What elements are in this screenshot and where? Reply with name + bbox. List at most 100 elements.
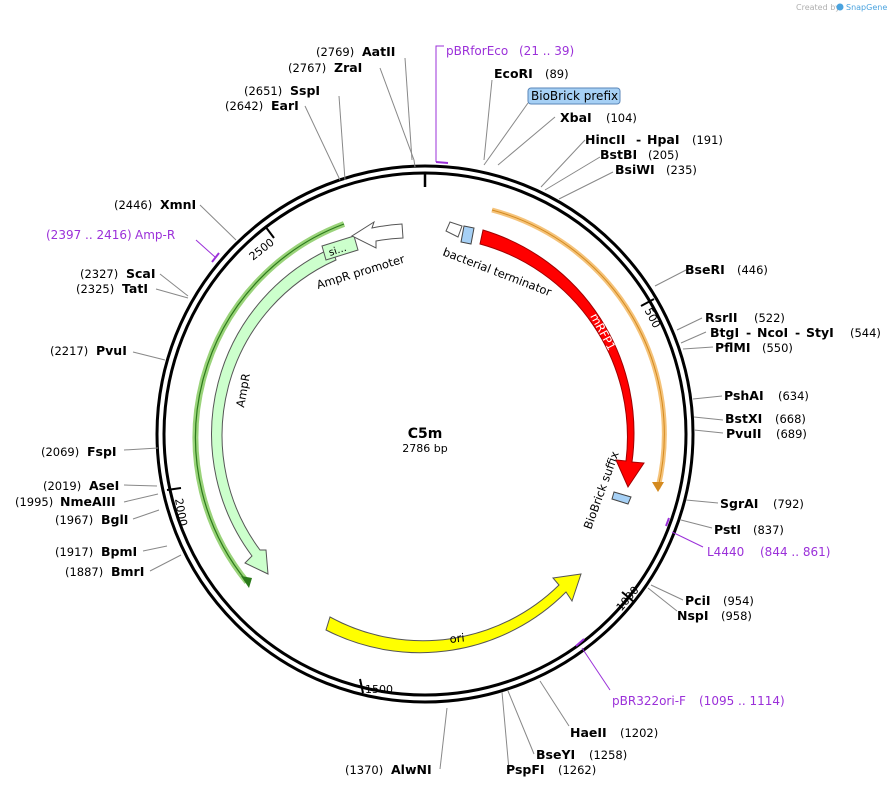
enzyme-aatii[interactable]: (2769) AatII (316, 44, 395, 59)
svg-text:(2069): (2069) (41, 445, 79, 459)
svg-text:(1258): (1258) (589, 748, 627, 762)
enzyme-bmri[interactable]: (1887) BmrI (65, 564, 144, 579)
enzyme-pcii[interactable]: PciI (954) (685, 593, 754, 608)
svg-text:HpaI: HpaI (647, 132, 680, 147)
svg-text:RsrII: RsrII (705, 310, 738, 325)
svg-text:(2651): (2651) (244, 84, 282, 98)
svg-text:AlwNI: AlwNI (391, 762, 432, 777)
mrfp1-feature[interactable] (479, 229, 645, 489)
svg-text:-: - (795, 325, 800, 340)
svg-text:(792): (792) (773, 497, 804, 511)
enzyme-scai[interactable]: (2327) ScaI (80, 266, 156, 281)
tick-1500: 1500 (359, 678, 393, 696)
svg-text:(550): (550) (762, 341, 793, 355)
svg-text:(235): (235) (666, 163, 697, 177)
created-by-text: Created by (796, 3, 840, 12)
enzyme-hincii-hpai[interactable]: HincII - HpaI (191) (585, 132, 723, 147)
enzyme-bstxi[interactable]: BstXI (668) (725, 411, 806, 426)
enzyme-bgli[interactable]: (1967) BglI (55, 512, 128, 527)
biobrick-prefix-feature[interactable] (460, 225, 475, 245)
bacterial-terminator-feature[interactable] (445, 221, 463, 238)
enzyme-bsiwi[interactable]: BsiWI (235) (615, 162, 697, 177)
svg-text:(689): (689) (776, 427, 807, 441)
enzyme-tati[interactable]: (2325) TatI (76, 281, 148, 296)
svg-text:BstXI: BstXI (725, 411, 762, 426)
svg-text:HaeII: HaeII (570, 725, 607, 740)
enzyme-pflmi[interactable]: PflMI (550) (715, 340, 793, 355)
svg-text:BioBrick prefix: BioBrick prefix (531, 89, 618, 103)
svg-text:NmeAIII: NmeAIII (60, 494, 116, 509)
svg-text:(1202): (1202) (620, 726, 658, 740)
svg-text:(89): (89) (545, 67, 569, 81)
enzyme-haeii[interactable]: HaeII (1202) (570, 725, 658, 740)
enzyme-eari[interactable]: (2642) EarI (225, 98, 299, 113)
bacterial-terminator-label: bacterial terminator (441, 245, 554, 299)
enzyme-xmni[interactable]: (2446) XmnI (114, 197, 196, 212)
enzyme-psti[interactable]: PstI (837) (714, 522, 784, 537)
svg-text:-: - (636, 132, 641, 147)
svg-text:BseRI: BseRI (685, 262, 725, 277)
enzyme-bseyi[interactable]: BseYI (1258) (536, 747, 627, 762)
enzyme-xbai[interactable]: XbaI (104) (560, 110, 637, 125)
enzyme-fspi[interactable]: (2069) FspI (41, 444, 117, 459)
svg-text:2000: 2000 (172, 497, 190, 527)
svg-text:EarI: EarI (271, 98, 299, 113)
enzyme-alwni[interactable]: (1370) AlwNI (345, 762, 432, 777)
svg-text:AseI: AseI (89, 478, 119, 493)
svg-text:1500: 1500 (365, 683, 393, 696)
svg-text:(544): (544) (850, 326, 881, 340)
enzyme-pvuii[interactable]: PvuII (689) (726, 426, 807, 441)
ampr-promoter-feature[interactable] (350, 220, 404, 249)
svg-text:(205): (205) (648, 148, 679, 162)
signal-feature[interactable] (321, 235, 359, 261)
svg-text:(1095 .. 1114): (1095 .. 1114) (699, 694, 785, 708)
ampr-feature[interactable] (211, 247, 337, 575)
snapgene-brand: SnapGene (846, 3, 887, 12)
signal-label: si… (328, 243, 349, 259)
svg-text:(2446): (2446) (114, 198, 152, 212)
svg-text:pBR322ori-F: pBR322ori-F (612, 694, 686, 708)
enzyme-pshai[interactable]: PshAI (634) (724, 388, 809, 403)
enzyme-pspfi[interactable]: PspFI (1262) (506, 762, 596, 777)
enzyme-pvui[interactable]: (2217) PvuI (50, 343, 127, 358)
ori-feature[interactable] (325, 573, 582, 654)
enzyme-ecori[interactable]: EcoRI (89) (494, 66, 569, 81)
primer-l4440[interactable]: L4440 (844 .. 861) (665, 517, 830, 559)
svg-text:(1995): (1995) (15, 495, 53, 509)
ampr-label: AmpR (233, 372, 253, 408)
enzyme-bseri[interactable]: BseRI (446) (685, 262, 768, 277)
ori-label: ori (449, 630, 465, 645)
svg-text:BtgI: BtgI (710, 325, 739, 340)
svg-text:(1967): (1967) (55, 513, 93, 527)
biobrick-prefix-callout[interactable]: BioBrick prefix (483, 87, 621, 166)
mrfp1-label: mRFP1 (587, 311, 618, 353)
svg-text:BglI: BglI (101, 512, 128, 527)
svg-text:(446): (446) (737, 263, 768, 277)
enzyme-rsrii[interactable]: RsrII (522) (705, 310, 785, 325)
enzyme-sspi[interactable]: (2651) SspI (244, 83, 320, 98)
enzyme-nspi[interactable]: NspI (958) (677, 608, 752, 623)
svg-text:NcoI: NcoI (757, 325, 788, 340)
primer-pbr322ori-f[interactable]: pBR322ori-F (1095 .. 1114) (575, 638, 785, 708)
enzyme-sgrai[interactable]: SgrAI (792) (720, 496, 804, 511)
svg-text:BseYI: BseYI (536, 747, 575, 762)
biobrick-suffix-feature[interactable] (611, 491, 632, 505)
enzyme-bpmi[interactable]: (1917) BpmI (55, 544, 137, 559)
svg-text:(634): (634) (778, 389, 809, 403)
svg-text:(1887): (1887) (65, 565, 103, 579)
primer-amp-r[interactable]: (2397 .. 2416) Amp-R (46, 228, 220, 263)
svg-text:PciI: PciI (685, 593, 711, 608)
enzyme-btgi-ncoi-styi[interactable]: BtgI - NcoI - StyI (544) (710, 325, 881, 340)
enzyme-asei[interactable]: (2019) AseI (43, 478, 119, 493)
svg-text:(2397 .. 2416): (2397 .. 2416) (46, 228, 132, 242)
svg-text:SgrAI: SgrAI (720, 496, 758, 511)
enzyme-zrai[interactable]: (2767) ZraI (288, 60, 362, 75)
svg-text:(837): (837) (753, 523, 784, 537)
enzyme-bstbi[interactable]: BstBI (205) (600, 147, 679, 162)
svg-text:EcoRI: EcoRI (494, 66, 533, 81)
primer-pbrforeco[interactable]: pBRforEco (21 .. 39) (435, 44, 574, 164)
svg-text:L4440: L4440 (707, 545, 744, 559)
svg-text:BpmI: BpmI (101, 544, 137, 559)
enzyme-nmeaiii[interactable]: (1995) NmeAIII (15, 494, 116, 509)
